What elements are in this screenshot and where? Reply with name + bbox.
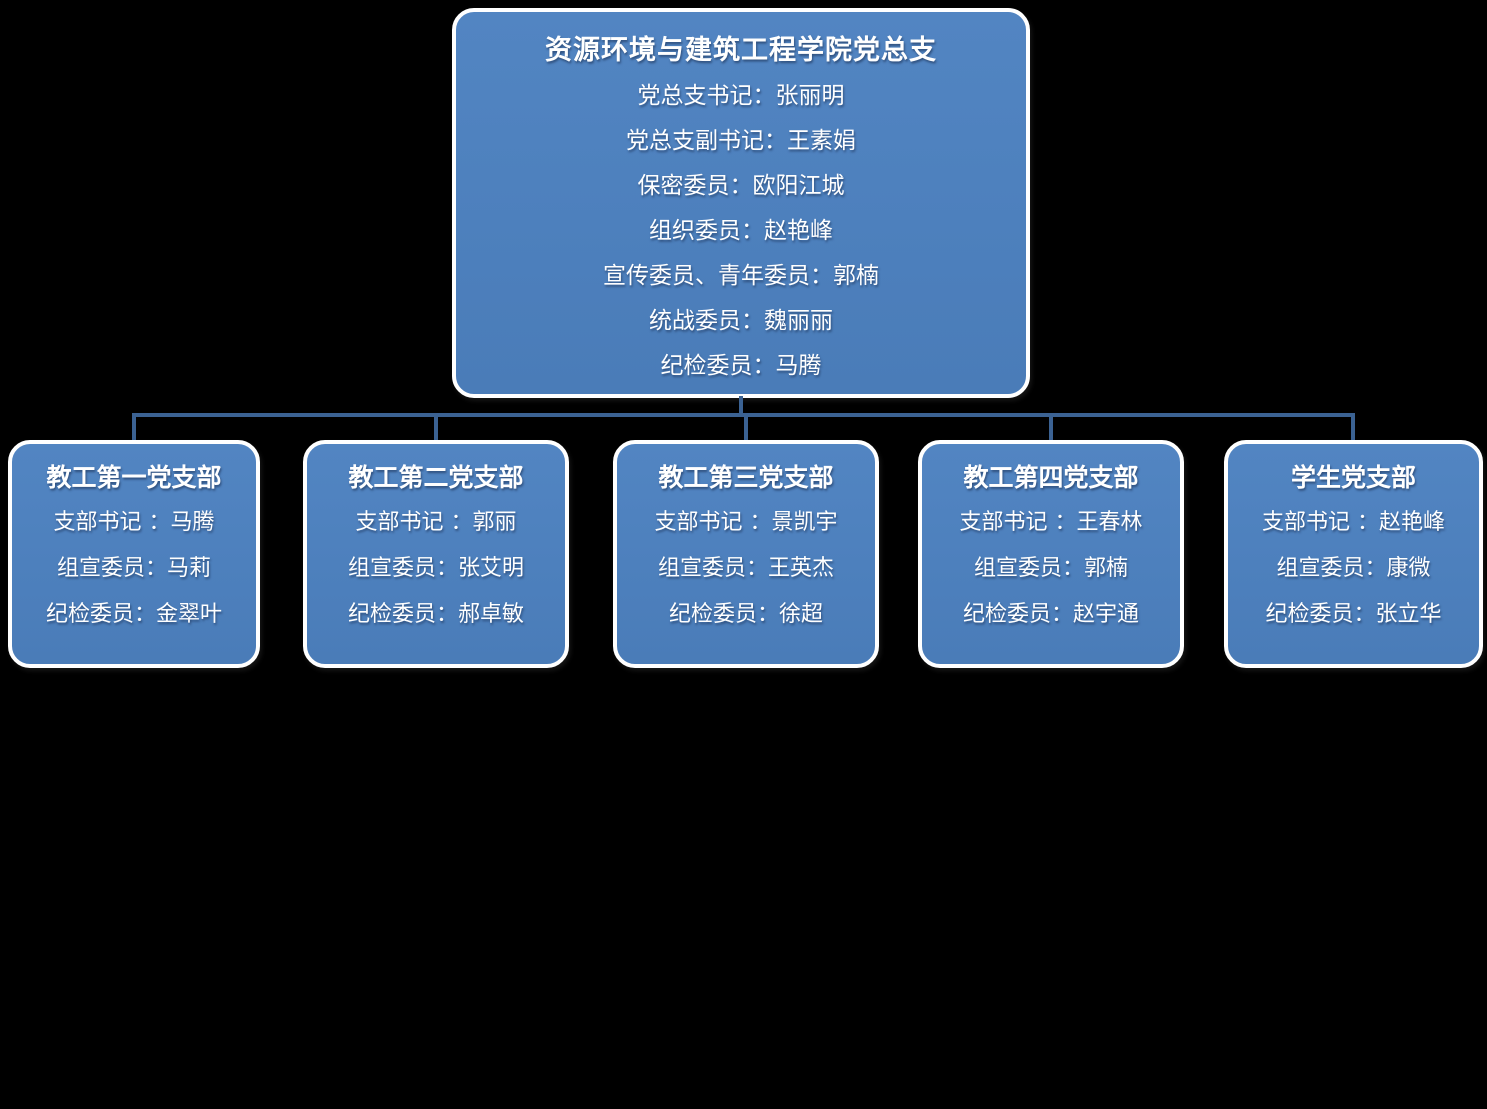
root-node-line: 党总支书记：张丽明 — [637, 83, 845, 109]
branch-node-line: 组宣委员：康微 — [1276, 556, 1431, 581]
connector-drop-1 — [132, 415, 136, 441]
connector-drop-3 — [744, 415, 748, 441]
branch-node-title: 教工第三党支部 — [658, 463, 834, 492]
branch-node-title: 学生党支部 — [1290, 463, 1416, 492]
branch-node-2: 教工第二党支部 支部书记 ：郭丽 组宣委员：张艾明 纪检委员：郝卓敏 — [303, 440, 569, 668]
branch-node-line: 组宣委员：郭楠 — [973, 556, 1128, 581]
connector-horizontal — [132, 413, 1355, 417]
branch-node-line: 支部书记 ：赵艳峰 — [1262, 510, 1445, 535]
branch-node-1: 教工第一党支部 支部书记 ：马腾 组宣委员：马莉 纪检委员：金翠叶 — [8, 440, 260, 668]
branch-node-line: 支部书记 ：景凯宇 — [654, 510, 838, 535]
branch-node-line: 支部书记 ：郭丽 — [355, 510, 517, 535]
root-node-line: 保密委员：欧阳江城 — [637, 173, 845, 199]
branch-node-line: 纪检委员：郝卓敏 — [347, 602, 524, 627]
branch-node-line: 纪检委员：赵宇通 — [962, 602, 1139, 627]
branch-node-line: 组宣委员：张艾明 — [347, 556, 524, 581]
branch-node-line: 组宣委员：马莉 — [56, 556, 211, 581]
branch-node-5: 学生党支部 支部书记 ：赵艳峰 组宣委员：康微 纪检委员：张立华 — [1224, 440, 1483, 668]
root-node-line: 党总支副书记：王素娟 — [626, 128, 856, 154]
root-node-line: 纪检委员：马腾 — [660, 353, 822, 379]
root-node-line: 统战委员：魏丽丽 — [649, 308, 833, 334]
root-node-line: 宣传委员、青年委员：郭楠 — [603, 263, 879, 289]
root-node: 资源环境与建筑工程学院党总支 党总支书记：张丽明 党总支副书记：王素娟 保密委员… — [452, 8, 1030, 398]
branch-node-title: 教工第四党支部 — [963, 463, 1139, 492]
connector-drop-4 — [1049, 415, 1053, 441]
connector-drop-5 — [1351, 415, 1355, 441]
branch-node-line: 纪检委员：徐超 — [668, 602, 823, 627]
branch-node-title: 教工第二党支部 — [348, 463, 524, 492]
root-node-title: 资源环境与建筑工程学院党总支 — [545, 35, 937, 66]
branch-node-3: 教工第三党支部 支部书记 ：景凯宇 组宣委员：王英杰 纪检委员：徐超 — [613, 440, 879, 668]
connector-trunk — [739, 396, 743, 415]
branch-node-title: 教工第一党支部 — [46, 463, 222, 492]
branch-node-line: 支部书记 ：马腾 — [53, 510, 215, 535]
root-node-line: 组织委员：赵艳峰 — [649, 218, 833, 244]
branch-node-4: 教工第四党支部 支部书记 ：王春林 组宣委员：郭楠 纪检委员：赵宇通 — [918, 440, 1184, 668]
branch-node-line: 纪检委员：张立华 — [1265, 602, 1442, 627]
branch-node-line: 支部书记 ：王春林 — [959, 510, 1143, 535]
branch-node-line: 纪检委员：金翠叶 — [45, 602, 222, 627]
branch-node-line: 组宣委员：王英杰 — [657, 556, 834, 581]
connector-drop-2 — [434, 415, 438, 441]
